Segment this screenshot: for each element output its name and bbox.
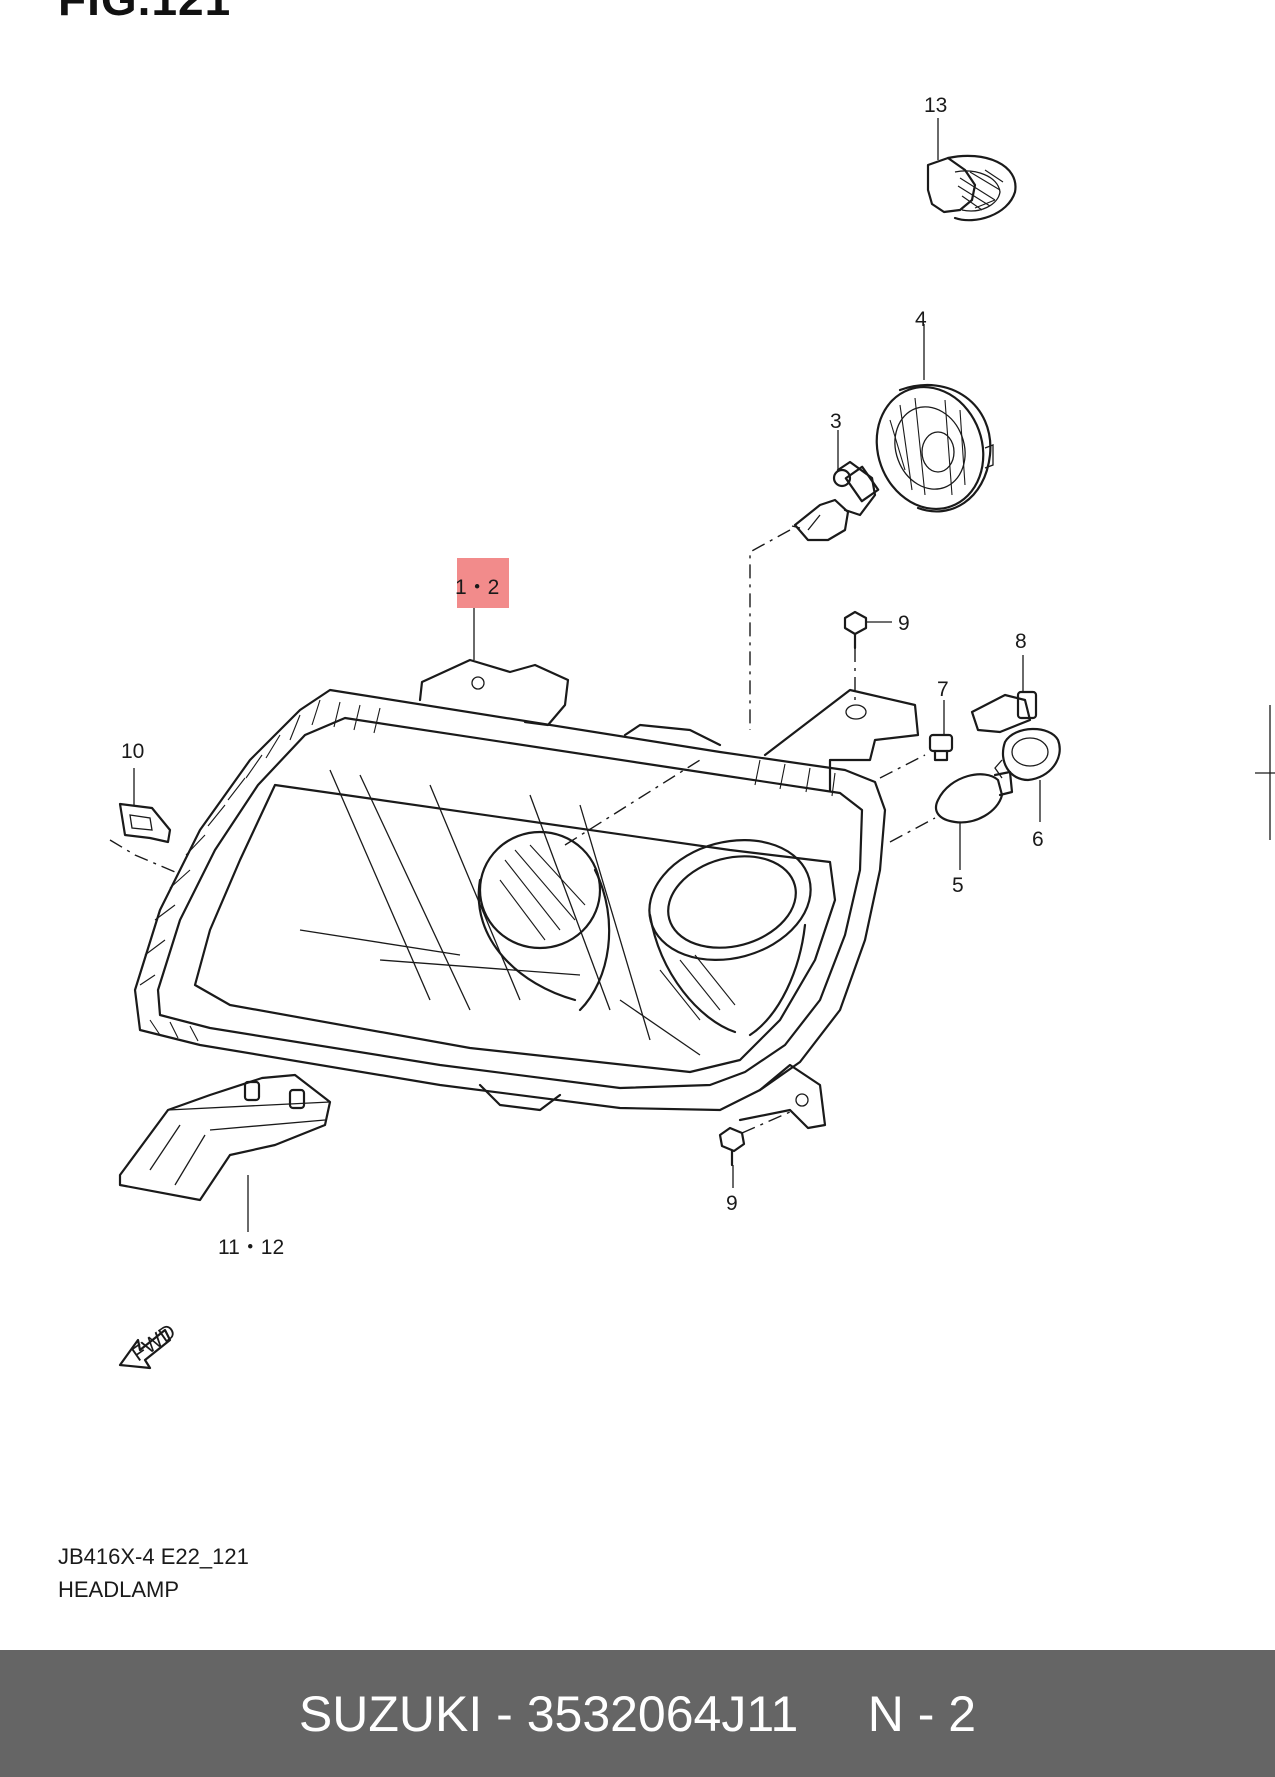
figure-title: FIG.121: [58, 0, 231, 26]
callout-8: 8: [1015, 630, 1027, 653]
headlamp-exploded-diagram: 13 4 3 9 7: [109, 94, 1275, 1370]
fwd-label: FWD: [128, 1320, 180, 1366]
diagram-name: HEADLAMP: [58, 1577, 180, 1602]
callout-5: 5: [952, 874, 964, 897]
part-13-side-marker[interactable]: [926, 154, 1017, 222]
callout-9-bottom: 9: [726, 1192, 738, 1215]
callout-1-2-highlight: [457, 558, 509, 608]
part-8-bulb-socket[interactable]: [970, 690, 1038, 734]
part-7-position-bulb[interactable]: [928, 733, 954, 762]
part-10-clip[interactable]: [118, 802, 172, 844]
part-9-screw-bottom[interactable]: [718, 1126, 746, 1167]
callout-4: 4: [915, 308, 927, 331]
fwd-arrow-icon: FWD: [118, 1320, 180, 1370]
part-4-bulb-cover[interactable]: [860, 372, 1000, 524]
callout-13: 13: [924, 94, 947, 117]
diagram-code: JB416X-4 E22_121: [58, 1544, 249, 1569]
callout-3: 3: [830, 410, 842, 433]
callout-6: 6: [1032, 828, 1044, 851]
part-9-screw-top[interactable]: [843, 610, 868, 650]
callout-10: 10: [121, 740, 144, 763]
footer-bar: SUZUKI - 3532064J11 N - 2: [0, 1650, 1275, 1777]
callout-11-12: 11・12: [218, 1236, 284, 1259]
part-1-2-headlamp-assembly[interactable]: [133, 658, 920, 1130]
part-3-headlamp-bulb[interactable]: [791, 460, 880, 542]
callout-1-2: 1・2: [455, 576, 499, 599]
callout-9-top: 9: [898, 612, 910, 635]
part-5-turn-bulb[interactable]: [934, 770, 1014, 824]
part-11-12-lower-cover[interactable]: [118, 1073, 332, 1202]
callout-7: 7: [937, 678, 949, 701]
part-number-footer: SUZUKI - 3532064J11 N - 2: [298, 1685, 977, 1742]
